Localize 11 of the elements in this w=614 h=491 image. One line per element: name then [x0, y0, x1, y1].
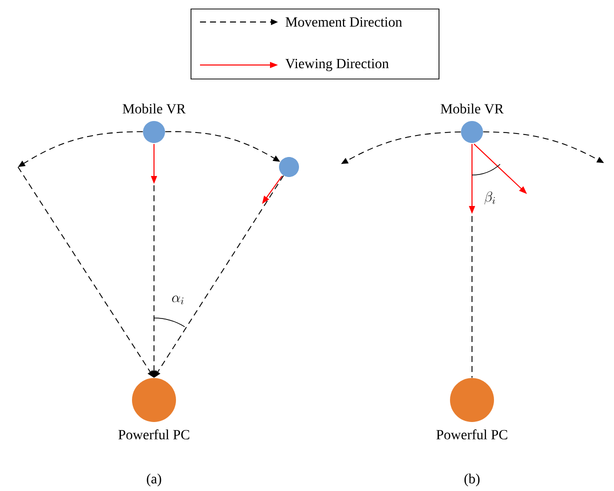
node-label: Mobile VR: [122, 104, 186, 114]
panel-label: (a): [146, 474, 162, 486]
legend-label: Movement Direction: [286, 17, 402, 27]
panel-label: (b): [464, 474, 480, 486]
angle-label: $\beta_i$: [484, 191, 495, 204]
device-circle: [279, 157, 299, 177]
angle-label: $\alpha_i$: [172, 296, 184, 304]
node-label: Powerful PC: [118, 429, 190, 440]
legend-label: Viewing Direction: [285, 58, 389, 72]
node-label: Powerful PC: [436, 429, 508, 440]
node-label: Mobile VR: [440, 104, 504, 114]
